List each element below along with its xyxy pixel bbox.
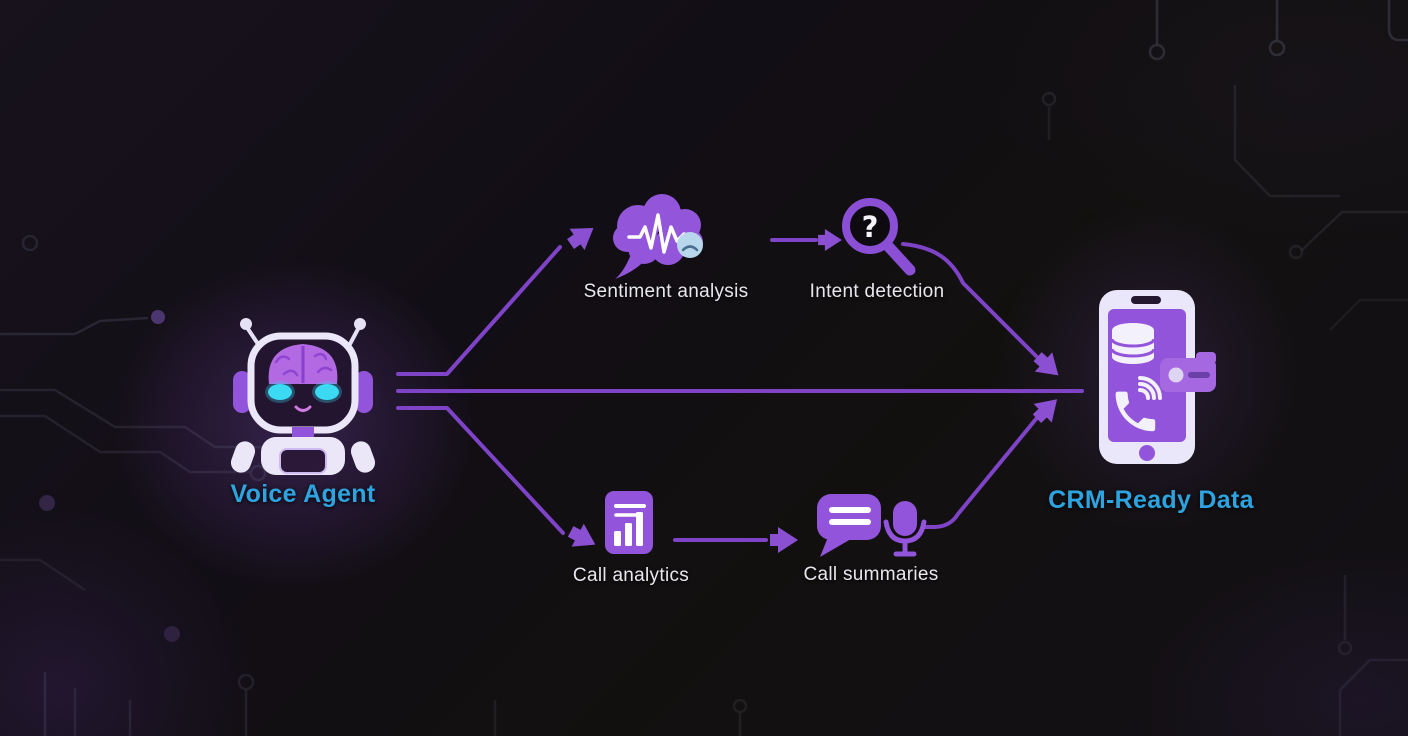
flow-connectors xyxy=(396,238,1084,542)
call-summaries-label: Call summaries xyxy=(803,564,939,585)
contact-card-tag xyxy=(1160,352,1216,392)
document-bar-chart-icon xyxy=(605,491,653,554)
robot-icon xyxy=(230,318,376,475)
database-icon xyxy=(1110,323,1156,364)
call-analytics-label: Call analytics xyxy=(572,565,690,586)
voice-agent-label: Voice Agent xyxy=(230,480,376,508)
magnifier-question-icon: ? xyxy=(842,198,916,276)
edge-voice-to-sentiment xyxy=(396,245,562,376)
chat-bubble-and-mic-icon xyxy=(817,494,927,557)
edge-summaries-to-crm xyxy=(922,417,1038,529)
phone-call-icon xyxy=(1115,376,1162,432)
sad-face-badge xyxy=(677,232,703,258)
microphone-icon xyxy=(883,501,927,557)
edge-voice-to-analytics xyxy=(396,406,565,535)
phone-home-button xyxy=(1139,445,1155,461)
robot-eye-right xyxy=(315,384,339,400)
edge-intent-to-crm xyxy=(901,242,1038,358)
question-mark-glyph: ? xyxy=(862,210,879,244)
sentiment-analysis-label: Sentiment analysis xyxy=(583,281,749,302)
crm-ready-data-label: CRM-Ready Data xyxy=(1048,486,1254,514)
phone-notch xyxy=(1131,296,1161,304)
smartphone-database-phone-icon xyxy=(1099,290,1216,464)
robot-smile xyxy=(294,405,312,412)
speech-cloud-waveform-icon xyxy=(613,194,703,279)
robot-eye-left xyxy=(268,384,292,400)
intent-detection-label: Intent detection xyxy=(809,281,945,302)
circuit-glow-dots xyxy=(39,310,180,642)
